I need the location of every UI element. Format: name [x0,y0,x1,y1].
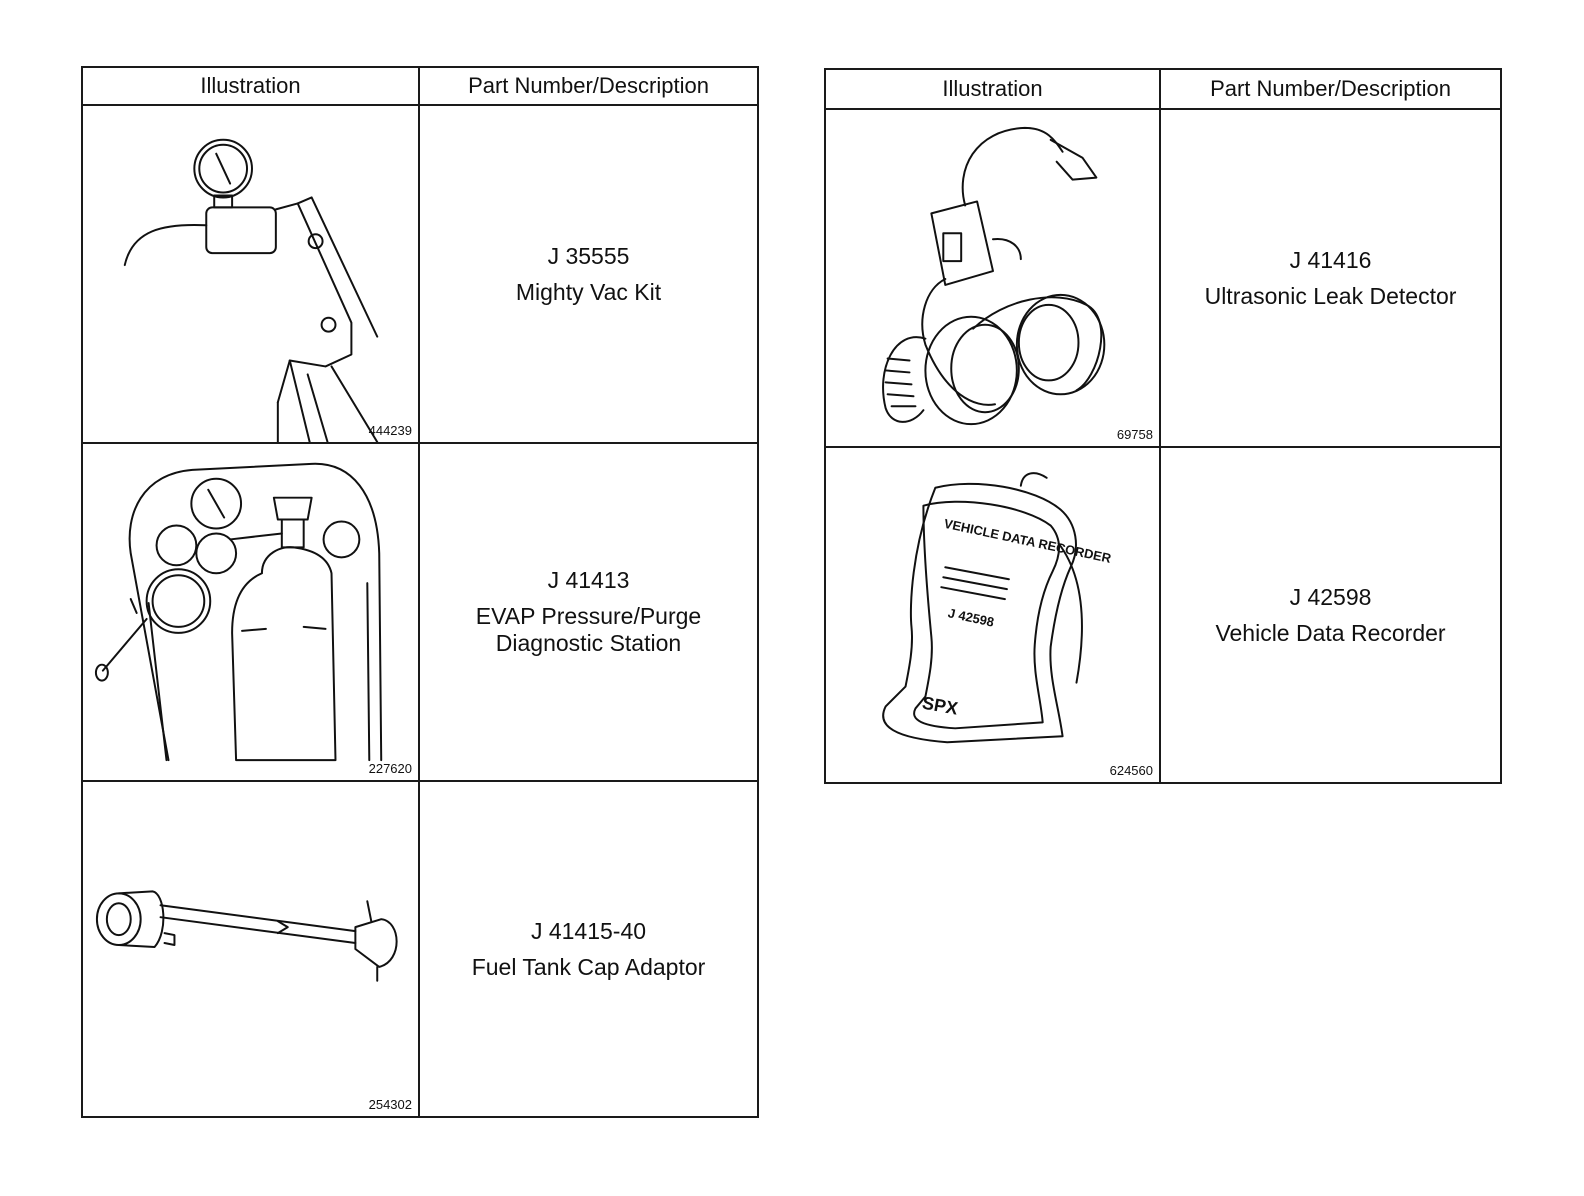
right-tools-table: Illustration Part Number/Description 697… [824,68,1502,784]
figure-number: 69758 [1116,427,1153,442]
table-row: 444239 J 35555 Mighty Vac Kit [81,104,759,444]
column-header-illustration: Illustration [81,66,420,106]
part-description-cell: J 41413 EVAP Pressure/Purge Diagnostic S… [418,442,759,782]
part-description: Fuel Tank Cap Adaptor [471,953,706,980]
part-number: J 41415-40 [530,917,647,944]
column-header-illustration: Illustration [824,68,1161,110]
table-row: 254302 J 41415-40 Fuel Tank Cap Adaptor [81,780,759,1118]
part-description: Ultrasonic Leak Detector [1204,282,1457,309]
column-header-part-description: Part Number/Description [1159,68,1502,110]
part-description: Vehicle Data Recorder [1215,619,1446,646]
figure-number: 624560 [1109,763,1153,778]
part-number: J 35555 [547,242,630,269]
part-number: J 41413 [547,567,630,593]
part-description-cell: J 42598 Vehicle Data Recorder [1159,446,1502,784]
figure-number: 227620 [368,761,412,776]
illustration-cell: 227620 [81,442,420,782]
device-model-label: J 42598 [947,605,996,629]
part-description: Mighty Vac Kit [515,278,662,305]
figure-number: 254302 [368,1097,412,1112]
vacuum-pump-gauge-icon [123,138,379,442]
left-tools-table: Illustration Part Number/Description 44 [81,66,759,1118]
illustration-cell: 69758 [824,108,1161,448]
figure-number: 444239 [368,423,412,438]
part-description-cell: J 41416 Ultrasonic Leak Detector [1159,108,1502,448]
table-row: 227620 J 41413 EVAP Pressure/Purge Diagn… [81,442,759,782]
device-title-label: VEHICLE DATA RECORDER [943,516,1113,566]
table-header-row: Illustration Part Number/Description [824,68,1502,110]
illustration-cell: 444239 [81,104,420,444]
handheld-recorder-icon: VEHICLE DATA RECORDER J 42598 SPX [882,472,1113,744]
table-header-row: Illustration Part Number/Description [81,66,759,106]
device-brand-label: SPX [921,693,960,719]
table-row: 69758 J 41416 Ultrasonic Leak Detector [824,108,1502,448]
ultrasonic-headphones-icon [882,126,1106,426]
part-description-cell: J 35555 Mighty Vac Kit [418,104,759,444]
part-description: EVAP Pressure/Purge Diagnostic Station [475,603,702,656]
table-row: VEHICLE DATA RECORDER J 42598 SPX 624560… [824,446,1502,784]
gas-cylinder-station-icon [94,462,383,762]
illustration-cell: VEHICLE DATA RECORDER J 42598 SPX 624560 [824,446,1161,784]
column-header-part-description: Part Number/Description [418,66,759,106]
part-description-cell: J 41415-40 Fuel Tank Cap Adaptor [418,780,759,1118]
fuel-cap-adaptor-icon [95,890,398,982]
illustration-cell: 254302 [81,780,420,1118]
part-number: J 41416 [1289,246,1372,273]
part-number: J 42598 [1289,583,1372,610]
